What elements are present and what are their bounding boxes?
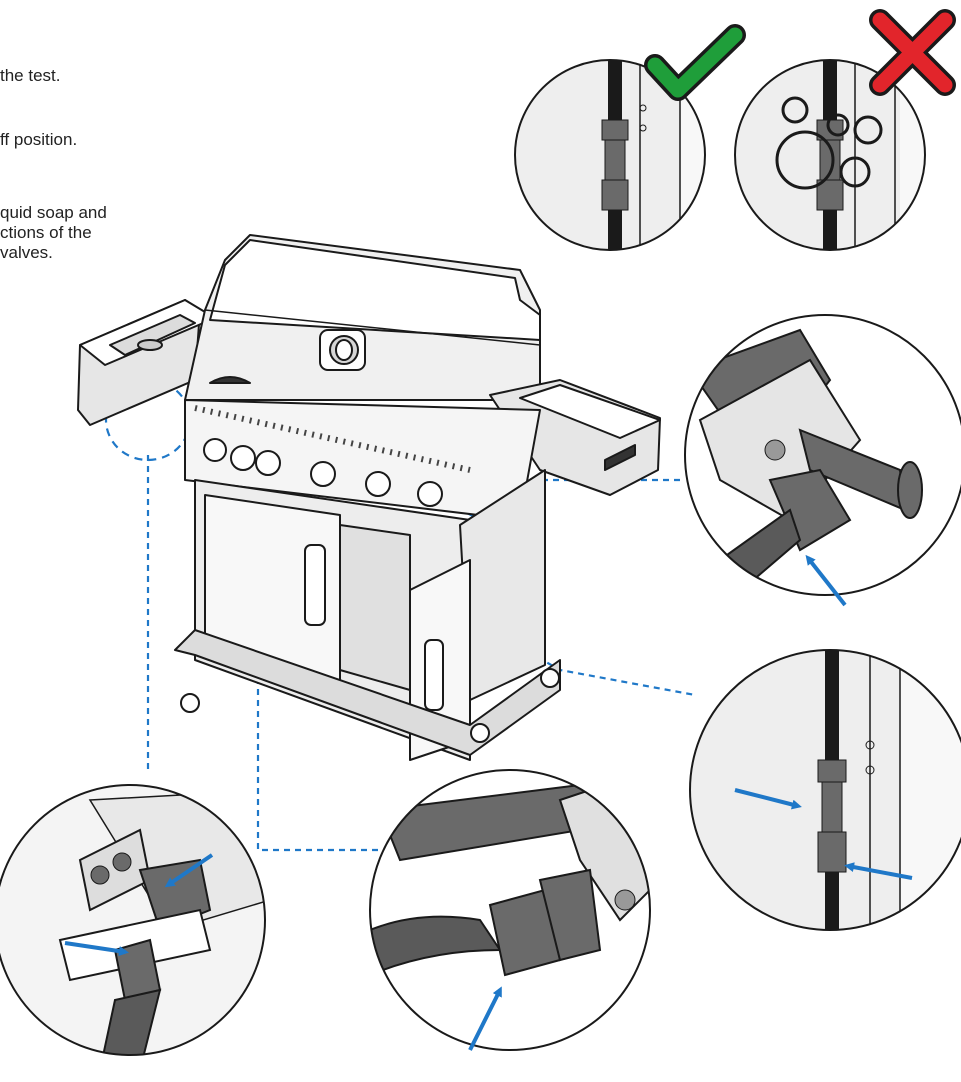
- bubbles: [775, 96, 883, 190]
- instruction-line-3c: valves.: [0, 243, 53, 262]
- arrow-manifold: [468, 986, 502, 1051]
- arrow-regulator: [805, 554, 847, 607]
- cross-icon: [869, 9, 956, 96]
- arrow-side-burner-lower: [64, 941, 129, 957]
- regulator-detail: [685, 315, 961, 595]
- arrow-side-burner-upper: [164, 853, 214, 888]
- instruction-line-2: ff position.: [0, 130, 78, 149]
- bad-result-detail: [735, 60, 925, 250]
- arrow-fitting-upper: [734, 788, 802, 810]
- instruction-line-3b: ctions of the: [0, 223, 92, 242]
- instruction-line-3a: quid soap and: [0, 203, 107, 222]
- instruction-line-1: the test.: [0, 66, 61, 85]
- grill-drawing: [77, 234, 661, 761]
- instruction-line-3: quid soap and ctions of the valves.: [0, 203, 107, 263]
- side-burner-detail: [0, 785, 265, 1055]
- arrow-fitting-lower: [844, 862, 913, 880]
- manifold-detail: [370, 770, 650, 1050]
